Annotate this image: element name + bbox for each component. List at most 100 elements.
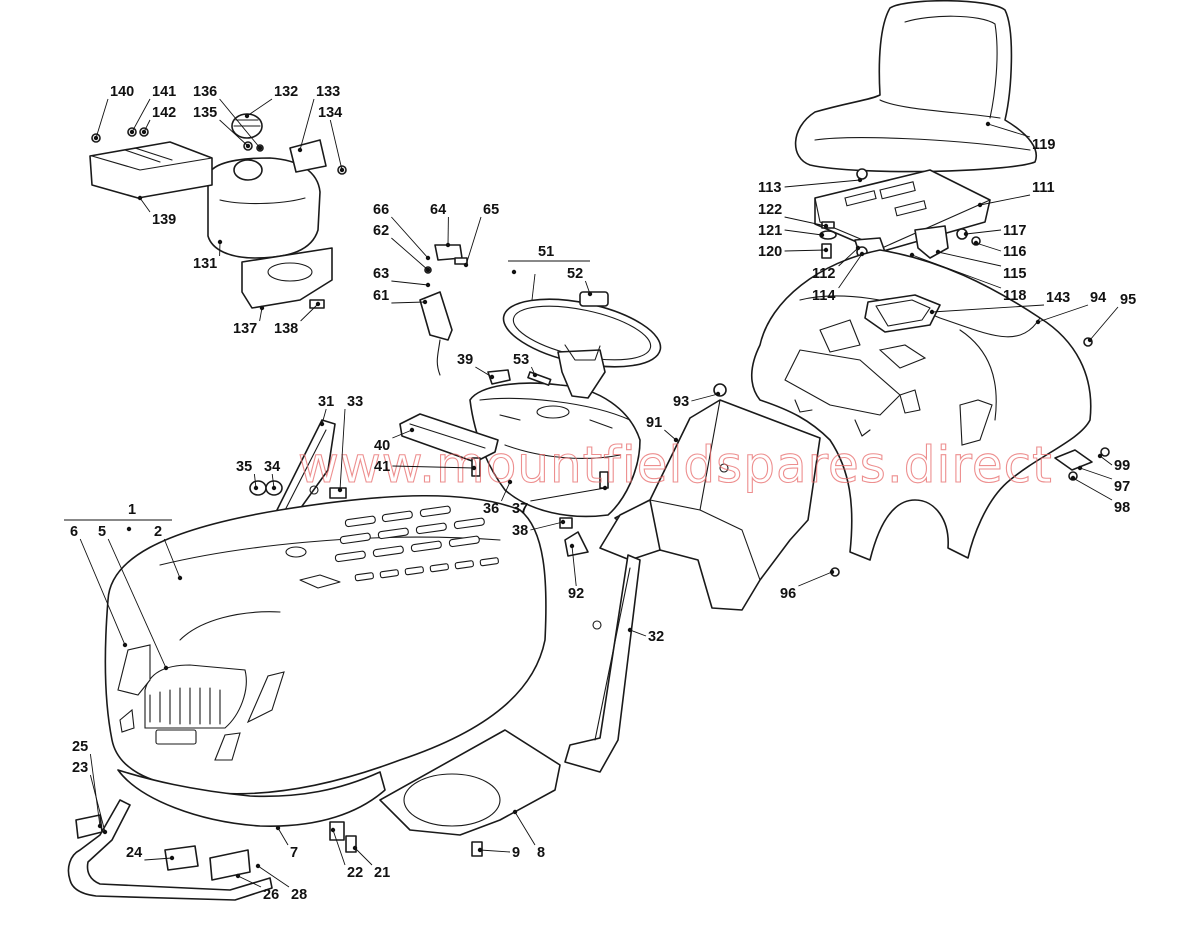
leader-line-143 — [931, 304, 1045, 313]
leader-dot-132 — [244, 113, 250, 119]
leader-line-142 — [143, 119, 151, 133]
leader-dot-52 — [587, 291, 593, 297]
front-bumper-part — [67, 799, 273, 901]
dashboard-part — [469, 382, 641, 518]
leader-line-98 — [1072, 477, 1113, 501]
leader-line-141 — [131, 98, 151, 133]
leader-line-135 — [219, 119, 249, 147]
leader-dot-121 — [819, 232, 825, 238]
leader-line-121 — [784, 229, 823, 236]
seat-bracket-part — [814, 169, 991, 259]
callout-label-24: 24 — [126, 845, 142, 861]
leader-line-65 — [465, 216, 482, 266]
callout-label-136: 136 — [193, 84, 217, 100]
seat-part — [794, 0, 1037, 173]
leader-dot-98 — [1070, 475, 1076, 481]
leader-line-140 — [95, 98, 109, 139]
leader-line-62 — [391, 237, 429, 271]
panel-40-part — [399, 413, 499, 463]
callout-label-66: 66 — [373, 202, 389, 218]
leader-dot-65 — [463, 262, 469, 268]
leader-line-35 — [253, 473, 257, 489]
leader-dot-23 — [102, 829, 108, 835]
callout-label-5: 5 — [98, 524, 106, 540]
callout-label-122: 122 — [758, 202, 782, 218]
leader-dot-37 — [602, 485, 608, 491]
leader-dot-134 — [339, 167, 345, 173]
leader-line-116 — [975, 242, 1002, 252]
leader-dot-26 — [235, 873, 241, 879]
battery-cover-part — [89, 141, 213, 199]
callout-label-133: 133 — [316, 84, 340, 100]
callout-label-92: 92 — [568, 586, 584, 602]
leader-line-136 — [219, 98, 261, 149]
cup-holder-part — [864, 294, 941, 333]
leader-line-8 — [514, 811, 536, 846]
callout-label-134: 134 — [318, 105, 342, 121]
callout-label-118: 118 — [1003, 288, 1026, 304]
watermark: www.mountfieldspares.direct — [298, 436, 1053, 494]
callout-label-120: 120 — [758, 244, 782, 260]
leader-dot-38 — [560, 519, 566, 525]
group-dot-1 — [126, 526, 132, 532]
callout-label-91: 91 — [646, 415, 662, 431]
callout-label-6: 6 — [70, 524, 78, 540]
leader-dot-138 — [315, 301, 321, 307]
callout-label-38: 38 — [512, 523, 528, 539]
callout-label-142: 142 — [152, 105, 176, 121]
leader-line-41 — [392, 465, 475, 469]
bracket-97 — [1054, 449, 1093, 471]
leader-dot-22 — [330, 827, 336, 833]
leader-dot-53 — [532, 372, 538, 378]
leader-line-21 — [354, 847, 373, 866]
bolt-113 — [856, 168, 868, 180]
leader-dot-36 — [507, 479, 513, 485]
fuel-cap-part — [231, 113, 263, 139]
callout-label-116: 116 — [1003, 244, 1026, 260]
callout-label-115: 115 — [1003, 266, 1026, 282]
leader-line-28 — [257, 865, 290, 888]
callout-label-62: 62 — [373, 223, 389, 239]
leader-line-120 — [784, 249, 827, 252]
leader-dot-24 — [169, 855, 175, 861]
callout-label-61: 61 — [373, 288, 389, 304]
leader-dot-142 — [141, 129, 147, 135]
leader-line-97 — [1079, 467, 1113, 480]
leader-line-119 — [987, 123, 1031, 138]
leader-dot-99 — [1097, 453, 1103, 459]
leader-dot-39 — [489, 374, 495, 380]
leader-dot-133 — [297, 147, 303, 153]
leader-line-92 — [571, 545, 577, 587]
group-dot-51 — [511, 269, 517, 275]
leader-dot-119 — [985, 121, 991, 127]
leader-dot-61 — [422, 299, 428, 305]
callout-label-41: 41 — [374, 459, 390, 475]
leader-line-139 — [139, 197, 151, 213]
callout-label-65: 65 — [483, 202, 499, 218]
leader-line-111 — [979, 194, 1031, 206]
leader-line-66 — [391, 216, 429, 259]
leader-dot-131 — [217, 239, 223, 245]
leader-line-34 — [271, 473, 275, 489]
callout-label-33: 33 — [347, 394, 363, 410]
leader-dot-28 — [255, 863, 261, 869]
callout-label-8: 8 — [537, 845, 545, 861]
leader-dot-114 — [859, 251, 865, 257]
leader-line-39 — [475, 366, 493, 378]
callout-label-36: 36 — [483, 501, 499, 517]
bracket-26 — [209, 849, 251, 881]
callout-label-64: 64 — [430, 202, 446, 218]
fuel-tank-part — [207, 157, 321, 259]
leader-dot-40 — [409, 427, 415, 433]
leader-line-99 — [1099, 455, 1113, 466]
leader-dot-92 — [569, 543, 575, 549]
bolt-33 — [329, 487, 347, 499]
bolt-21 — [345, 835, 357, 853]
leader-line-118 — [911, 254, 1002, 289]
leader-dot-41 — [471, 465, 477, 471]
callout-label-138: 138 — [274, 321, 298, 337]
leader-line-23 — [89, 774, 106, 833]
leader-line-7 — [277, 827, 289, 846]
rear-fender-part — [750, 249, 1092, 561]
leader-line-51 — [531, 273, 536, 301]
